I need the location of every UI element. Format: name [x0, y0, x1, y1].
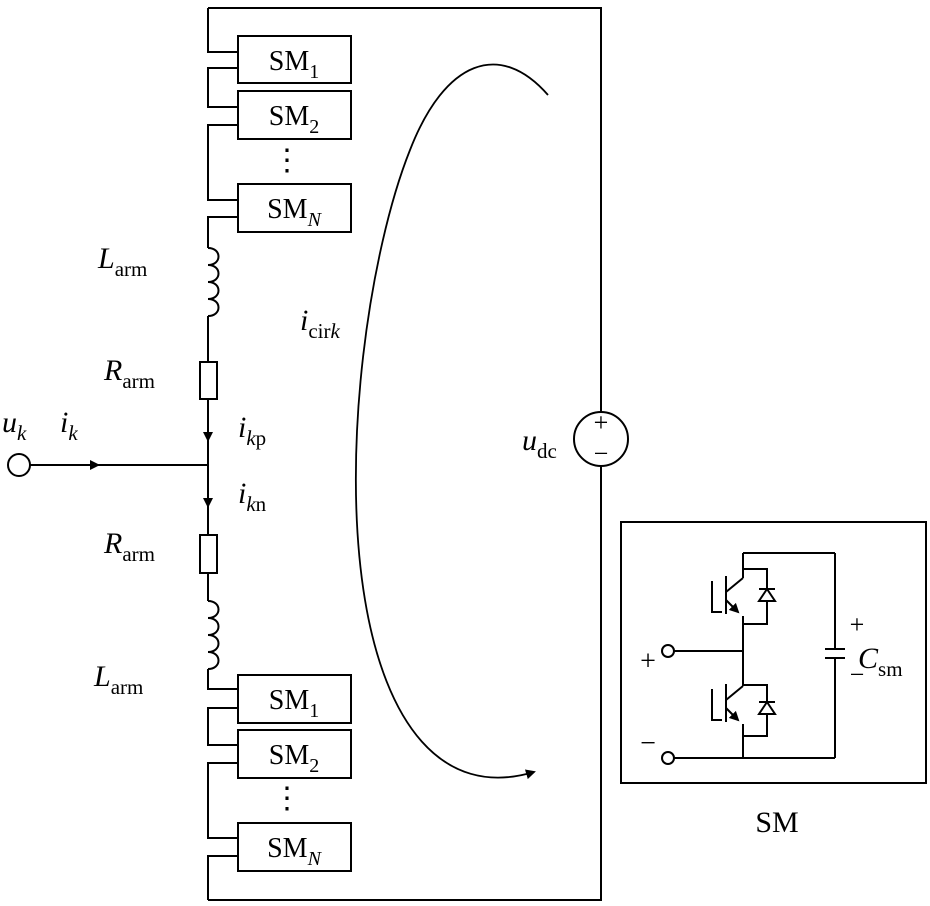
- svg-text:SMN: SMN: [267, 194, 322, 231]
- terminal-minus: [661, 751, 675, 765]
- dc-source: + − udc: [522, 408, 629, 468]
- lower-resistor-label: Rarm: [103, 527, 155, 566]
- circulating-current-arrow: [355, 63, 549, 780]
- terminal-minus-label: −: [640, 728, 656, 759]
- node-current-label: ik: [60, 406, 78, 445]
- capacitor-label: Csm: [858, 642, 903, 681]
- upper-arm: SM1 SM2 ⋮ SMN Larm Rarm ikp: [97, 8, 352, 450]
- ac-node: uk ik: [2, 406, 209, 486]
- lower-arm: ikn Rarm Larm SM1 SM2 ⋮ SMN: [93, 470, 352, 900]
- upper-inductor-label: Larm: [97, 242, 147, 281]
- lower-ellipsis: ⋮: [272, 782, 302, 815]
- upper-igbt: [711, 568, 777, 625]
- lower-resistor: [199, 534, 218, 574]
- upper-current-label: ikp: [238, 411, 266, 450]
- capacitor-plus: +: [850, 610, 865, 639]
- lower-igbt: [711, 684, 777, 737]
- circulating-current-label: icirk: [300, 304, 341, 343]
- circulating-current: icirk: [300, 63, 549, 780]
- lower-sm-n: SMN: [237, 822, 352, 872]
- submodule-capacitor: [825, 553, 845, 758]
- svg-text:SMN: SMN: [267, 833, 322, 870]
- ac-terminal: [7, 453, 31, 477]
- svg-text:SM2: SM2: [269, 740, 319, 777]
- upper-sm-n: SMN: [237, 183, 352, 233]
- terminal-plus-label: +: [640, 646, 656, 677]
- upper-sm-1: SM1: [237, 35, 352, 84]
- lower-inductor-label: Larm: [93, 660, 143, 699]
- dc-bus-wiring: [208, 7, 602, 901]
- terminal-plus: [661, 644, 675, 658]
- submodule-detail: + −: [620, 521, 927, 784]
- dc-source-plus: +: [594, 408, 609, 437]
- upper-ellipsis: ⋮: [272, 144, 302, 177]
- lower-current-label: ikn: [238, 477, 267, 516]
- svg-text:SM1: SM1: [269, 685, 319, 722]
- lower-sm-1: SM1: [237, 674, 352, 724]
- upper-resistor: [199, 361, 218, 400]
- dc-source-label: udc: [522, 424, 557, 463]
- submodule-caption: SM: [755, 806, 798, 839]
- lower-inductor: [207, 600, 220, 670]
- node-voltage-label: uk: [2, 406, 27, 445]
- upper-resistor-label: Rarm: [103, 354, 155, 393]
- lower-sm-2: SM2: [237, 729, 352, 779]
- capacitor-minus: −: [850, 660, 865, 689]
- upper-sm-2: SM2: [237, 90, 352, 140]
- upper-inductor: [207, 247, 220, 317]
- dc-source-minus: −: [594, 439, 609, 468]
- svg-text:SM2: SM2: [269, 101, 319, 138]
- svg-text:SM1: SM1: [269, 46, 319, 83]
